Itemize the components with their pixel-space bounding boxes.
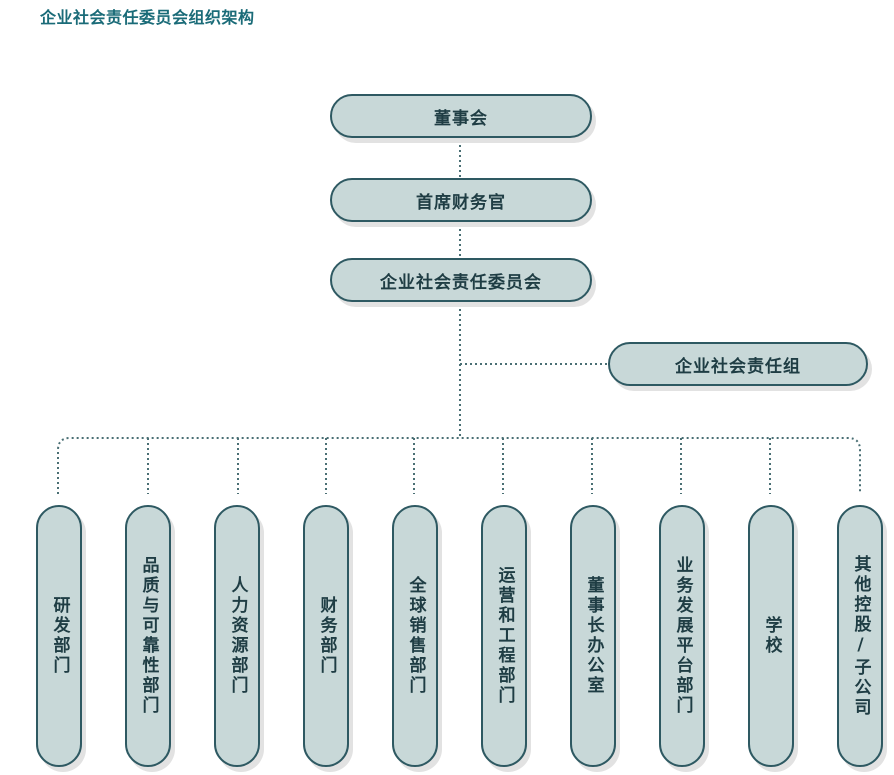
page-title: 企业社会责任委员会组织架构: [40, 8, 255, 27]
department-box: 全球销售部门: [392, 505, 438, 767]
department-label: 人力资源部门: [227, 576, 248, 696]
department-box: 其他控股/子公司: [837, 505, 883, 767]
department-box: 运营和工程部门: [481, 505, 527, 767]
department-label: 其他控股/子公司: [850, 554, 871, 718]
department-box: 品质与可靠性部门: [125, 505, 171, 767]
department-box: 业务发展平台部门: [659, 505, 705, 767]
department-label: 业务发展平台部门: [672, 556, 693, 716]
csr-group-box: 企业社会责任组: [608, 342, 868, 386]
department-label: 研发部门: [49, 596, 70, 676]
department-label: 品质与可靠性部门: [138, 556, 159, 716]
department-label: 董事长办公室: [583, 576, 604, 696]
connector-departments-bus: [57, 437, 861, 494]
department-box: 董事长办公室: [570, 505, 616, 767]
department-box: 人力资源部门: [214, 505, 260, 767]
board-box: 董事会: [330, 94, 592, 138]
department-box: 学校: [748, 505, 794, 767]
department-box: 研发部门: [36, 505, 82, 767]
department-box: 财务部门: [303, 505, 349, 767]
department-label: 运营和工程部门: [494, 566, 515, 706]
department-label: 学校: [761, 616, 782, 656]
cfo-box: 首席财务官: [330, 178, 592, 222]
department-label: 财务部门: [316, 596, 337, 676]
department-label: 全球销售部门: [405, 576, 426, 696]
committee-box: 企业社会责任委员会: [330, 258, 592, 302]
